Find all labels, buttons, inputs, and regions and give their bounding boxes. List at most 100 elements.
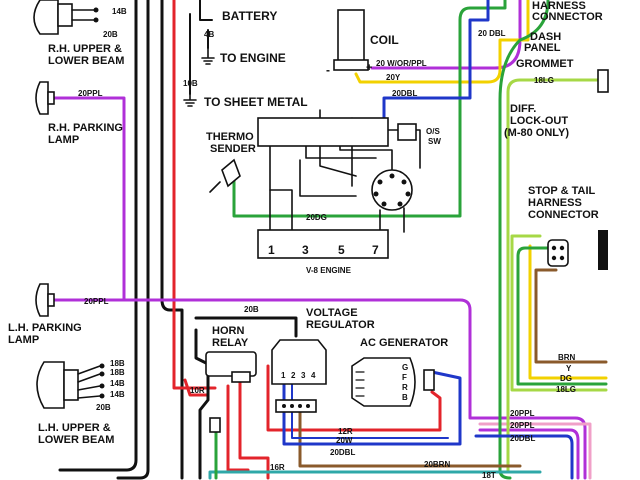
relay-label: RELAY [212, 337, 249, 349]
wire-20DBL-top: 20 DBL [478, 29, 506, 38]
blue-20DBL-reg-wire [282, 370, 462, 446]
generator-terminals: G F R B [402, 363, 408, 402]
lime-18LG-top [506, 78, 600, 472]
stop-tail-label: STOP & TAIL [528, 185, 596, 197]
rh-parking-label: R.H. PARKING [48, 122, 123, 134]
harness-top-label: HARNESS [532, 0, 586, 12]
wire-20PPL-r2: 20PPL [510, 421, 535, 430]
wire-20PPL-lh: 20PPL [84, 297, 109, 306]
sw-label: SW [428, 137, 441, 146]
v8-engine-label: V-8 ENGINE [306, 266, 352, 275]
red-12R-wire [266, 364, 442, 432]
lime-18LG-right [510, 234, 608, 392]
rh-parking-lamp-label: LAMP [48, 134, 79, 146]
right-edge-firewall [598, 230, 608, 270]
wire-14B-rh: 14B [112, 7, 127, 16]
reg-terminal-3: 3 [301, 371, 306, 380]
regulator-terminals: 1 2 3 4 [281, 371, 316, 380]
wire-16R: 16R [270, 463, 285, 472]
engine-terminals: 1 3 5 7 [268, 243, 379, 257]
gen-terminal-F: F [402, 373, 407, 382]
lh-parking-lamp [35, 283, 55, 317]
reg-terminal-1: 1 [281, 371, 286, 380]
wire-18B-2: 18B [110, 368, 125, 377]
wire-Y: Y [566, 364, 572, 373]
panel-label: PANEL [524, 42, 561, 54]
green-DG-wire [516, 246, 608, 386]
red-16R-wire [238, 380, 270, 480]
wire-20B-rh: 20B [103, 30, 118, 39]
terminal-7: 7 [372, 243, 379, 257]
thermo-sender [209, 158, 241, 193]
wire-20Y: 20Y [386, 73, 401, 82]
wire-18B-1: 18B [110, 359, 125, 368]
horn-relay [205, 351, 257, 383]
green-20DG-wire [232, 0, 507, 218]
wire-18T: 18T [482, 471, 496, 480]
thermo-label: THERMO [206, 131, 254, 143]
battery-symbol [199, 0, 213, 49]
lh-parking-lamp-label: LAMP [8, 334, 39, 346]
wire-BRN: BRN [558, 353, 576, 362]
rh-headlamp [33, 0, 99, 35]
horn-label: HORN [212, 325, 244, 337]
rh-upper-label: R.H. UPPER & [48, 43, 122, 55]
ac-generator-label: AC GENERATOR [360, 337, 448, 349]
main-harness-black-outer [116, 0, 150, 480]
voltage-label: VOLTAGE [306, 307, 358, 319]
black-reg-top-wire [194, 316, 298, 338]
coil-label: COIL [370, 33, 399, 47]
rh-lower-beam-label: LOWER BEAM [48, 55, 124, 67]
engine-top-block [257, 117, 389, 147]
harness-mid-label: HARNESS [528, 197, 582, 209]
red-10R-wire [183, 378, 209, 397]
terminal-1: 1 [268, 243, 275, 257]
red-horn-feed [226, 384, 250, 472]
terminal-5: 5 [338, 243, 345, 257]
diff-label: DIFF. [510, 103, 536, 115]
to-sheet-metal-label: TO SHEET METAL [204, 95, 308, 109]
yellow-20Y-wire [354, 0, 530, 84]
wire-20B-reg: 20B [244, 305, 259, 314]
wire-10R: 10R [190, 386, 205, 395]
wire-4B: 4B [204, 30, 214, 39]
wire-18LG-top: 18LG [534, 76, 554, 85]
rh-parking-lamp [35, 81, 55, 115]
connector-mid-label: CONNECTOR [528, 209, 599, 221]
lh-upper-label: L.H. UPPER & [38, 422, 111, 434]
wire-18LG-right: 18LG [556, 385, 576, 394]
distributor [371, 169, 413, 211]
ground-engine-symbol [201, 47, 215, 65]
wire-20BRN: 20BRN [424, 460, 450, 469]
black-relay-wire [194, 328, 210, 480]
m80-label: (M-80 ONLY) [504, 127, 569, 139]
wire-12R: 12R [338, 427, 353, 436]
blue-20DBL-right [474, 434, 574, 480]
teal-18T-wire [208, 470, 542, 480]
wire-20DBL-reg: 20DBL [330, 448, 355, 457]
main-harness-black-inner [58, 0, 138, 472]
wire-20W: 20W [336, 436, 353, 445]
ignition-coil [333, 9, 369, 71]
purple-20PPL-right-2 [478, 428, 580, 480]
green-right-loop [498, 0, 550, 480]
wire-20-w-or-ppl: 20 W/OR/PPL [376, 59, 427, 68]
lh-parking-label: L.H. PARKING [8, 322, 82, 334]
os-label: O/S [426, 127, 440, 136]
sender-label: SENDER [210, 143, 256, 155]
purple-20PPL-rh-parking [48, 96, 126, 302]
wire-14B-2: 14B [110, 390, 125, 399]
wires [48, 0, 608, 480]
grommet-label: GROMMET [516, 58, 574, 70]
oil-switch [397, 123, 417, 141]
gen-terminal-R: R [402, 383, 408, 392]
black-wire-right-harness [160, 0, 184, 480]
stop-tail-connector [547, 239, 569, 267]
wire-20DBL-coil: 20DBL [392, 89, 417, 98]
lockout-label: LOCK-OUT [510, 115, 568, 127]
brown-20BRN-wire [298, 408, 522, 468]
blue-20DBL-coil-wire [382, 0, 490, 130]
lh-headlamp [36, 361, 105, 409]
lh-lower-beam-label: LOWER BEAM [38, 434, 114, 446]
